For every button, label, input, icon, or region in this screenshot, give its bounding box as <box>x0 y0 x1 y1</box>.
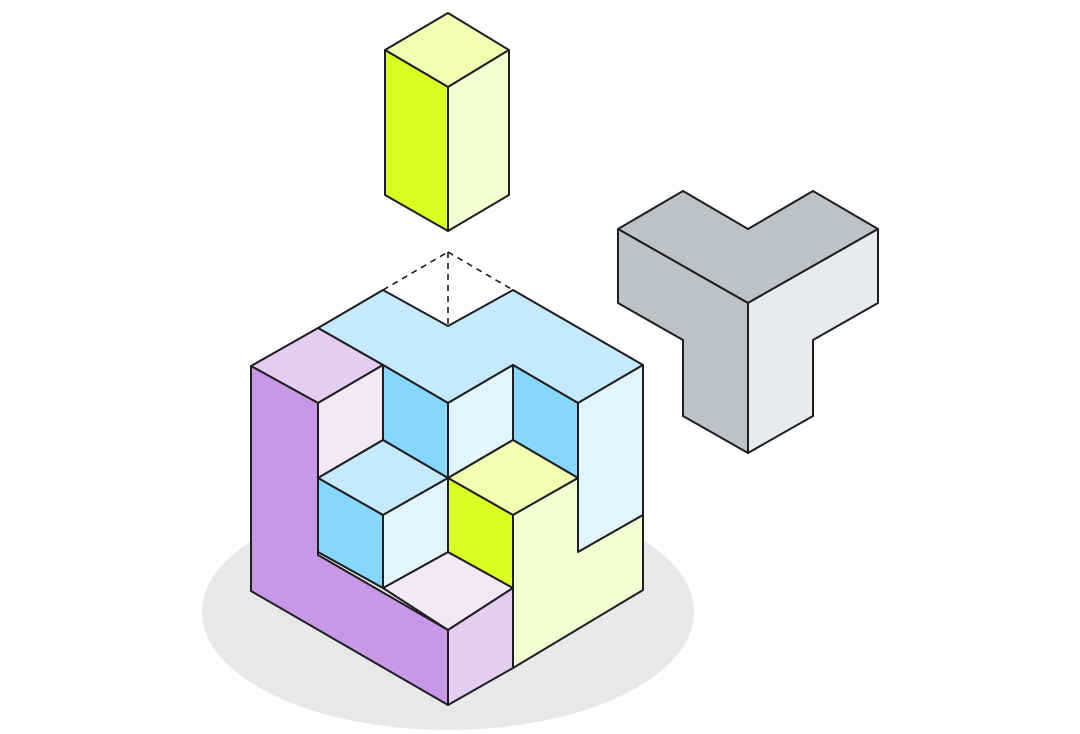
yellow-column-piece <box>384 12 510 232</box>
yellow-column-right-face <box>447 49 510 232</box>
hidden-edges <box>382 365 514 589</box>
gray-piece-side-face <box>747 228 879 454</box>
gray-y-piece <box>617 190 879 454</box>
cube-assembly <box>250 251 644 706</box>
yellow-piece-right-face <box>512 477 644 669</box>
missing-piece-slot-outline <box>382 251 514 326</box>
